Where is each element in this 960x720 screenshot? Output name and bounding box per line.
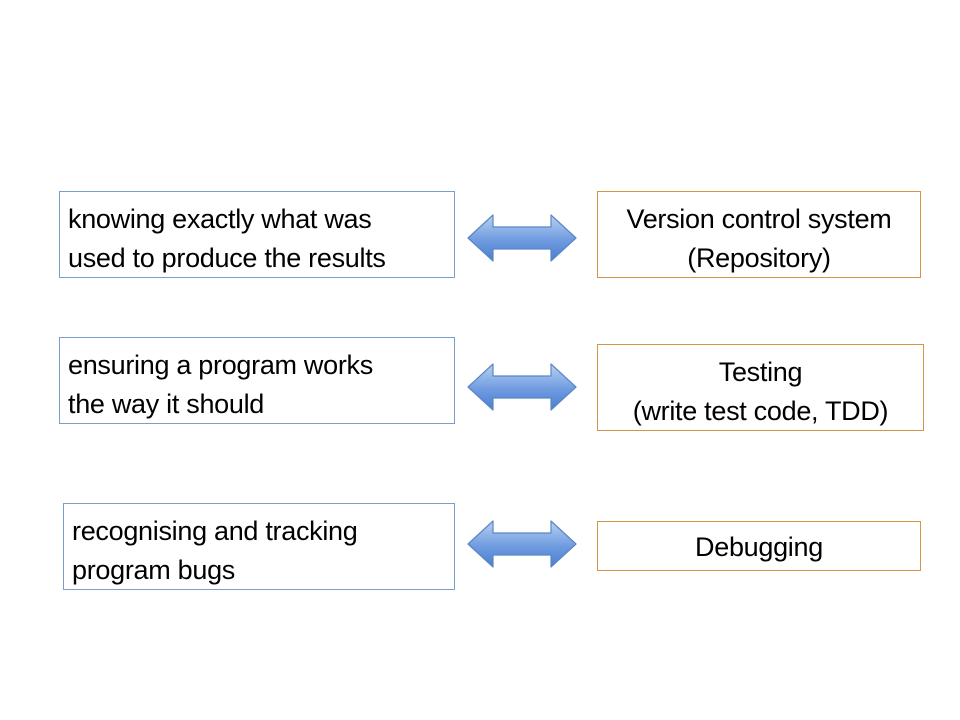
concept-text-line: the way it should	[68, 389, 265, 419]
double-headed-arrow-icon	[467, 520, 577, 568]
practice-text-line: (Repository)	[687, 243, 831, 273]
double-headed-arrow-icon	[467, 363, 577, 411]
concept-text-line: program bugs	[72, 555, 235, 585]
double-headed-arrow-icon	[467, 214, 577, 262]
practice-box-version-control: Version control system (Repository)	[597, 191, 921, 278]
concept-box-reproducibility: knowing exactly what was used to produce…	[59, 191, 455, 278]
practice-text-line: (write test code, TDD)	[632, 396, 889, 426]
concept-text-line: used to produce the results	[68, 243, 386, 273]
concept-text-line: ensuring a program works	[68, 350, 373, 380]
concept-box-correctness: ensuring a program works the way it shou…	[59, 337, 455, 424]
concept-text-line: knowing exactly what was	[68, 204, 372, 234]
practice-box-testing: Testing (write test code, TDD)	[597, 344, 924, 431]
practice-text-line: Version control system	[626, 204, 892, 234]
concept-box-bug-tracking: recognising and tracking program bugs	[63, 503, 455, 590]
concept-text-line: recognising and tracking	[72, 516, 358, 546]
practice-text-line: Testing	[718, 357, 803, 387]
practice-box-debugging: Debugging	[597, 521, 921, 571]
practice-text-line: Debugging	[695, 532, 823, 562]
